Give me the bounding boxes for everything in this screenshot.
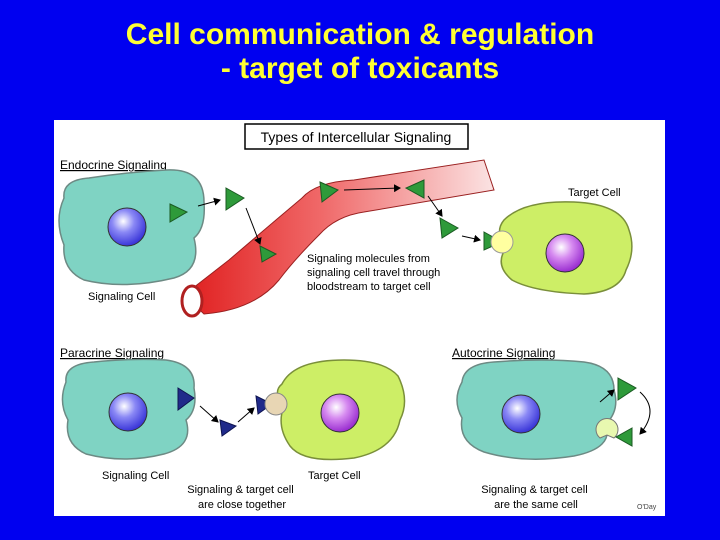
endocrine-arrow [197, 197, 221, 207]
autocrine-nucleus [501, 394, 541, 434]
blood-vessel-opening [180, 284, 204, 318]
endocrine-caption: Signaling molecules from signaling cell … [307, 253, 443, 293]
endocrine-caption-line: bloodstream to target cell [307, 281, 431, 293]
autocrine-molecule [614, 427, 633, 447]
endocrine-target-cell-label: Target Cell [568, 187, 621, 199]
title-line-1: Cell communication & regulation [125, 18, 595, 51]
endocrine-caption-line: signaling cell travel through [307, 267, 440, 279]
paracrine-heading: Paracrine Signaling [60, 346, 164, 360]
autocrine-receptor [595, 418, 619, 439]
autocrine-caption-line: Signaling & target cell [481, 484, 587, 496]
endocrine-arrow [343, 184, 401, 193]
endocrine-signaling-cell-label: Signaling Cell [88, 291, 155, 303]
paracrine-caption-line: are close together [198, 499, 286, 511]
paracrine-arrow [237, 407, 255, 423]
endocrine-signaling-nucleus [107, 207, 147, 247]
autocrine-caption: Signaling & target cell are the same cel… [481, 484, 590, 511]
endocrine-caption-line: Signaling molecules from [307, 253, 430, 265]
paracrine-caption-line: Signaling & target cell [187, 484, 293, 496]
endocrine-molecule [225, 187, 245, 211]
paracrine-signaling-cell-label: Signaling Cell [102, 470, 169, 482]
autocrine-arrow [639, 391, 651, 435]
header-box [244, 123, 469, 150]
paracrine-target-cell-label: Target Cell [308, 470, 361, 482]
figure-header: Types of Intercellular Signaling [261, 129, 452, 145]
paracrine-target-nucleus [320, 393, 360, 433]
credit-label: O'Day [637, 504, 657, 511]
slide-title: Cell communication & regulation - target… [0, 18, 720, 86]
paracrine-molecule [219, 419, 238, 437]
endocrine-molecule [404, 179, 425, 199]
endocrine-molecule [439, 217, 459, 239]
endocrine-arrow [427, 195, 443, 217]
paracrine-molecule [177, 387, 195, 411]
autocrine-molecule [617, 377, 637, 401]
signaling-figure: Types of Intercellular Signaling Endocri… [54, 120, 665, 516]
blood-vessel [183, 159, 495, 315]
endocrine-heading: Endocrine Signaling [60, 158, 167, 172]
endocrine-molecule [259, 245, 278, 263]
autocrine-arrow [599, 389, 615, 403]
endocrine-arrow [461, 234, 481, 243]
title-line-2: - target of toxicants [220, 52, 500, 85]
endocrine-arrow [245, 207, 262, 245]
autocrine-caption-line: are the same cell [494, 499, 578, 511]
paracrine-signaling-nucleus [108, 392, 148, 432]
endocrine-target-nucleus [545, 233, 585, 273]
paracrine-caption: Signaling & target cell are close togeth… [187, 484, 296, 511]
autocrine-heading: Autocrine Signaling [452, 346, 555, 360]
paracrine-arrow [199, 405, 219, 423]
paracrine-receptor [264, 392, 288, 416]
endocrine-receptor [490, 230, 514, 254]
paracrine-molecule [255, 395, 273, 415]
signaling-diagram: Types of Intercellular Signaling Endocri… [58, 123, 657, 511]
endocrine-molecule [319, 181, 339, 203]
endocrine-molecule [169, 203, 189, 223]
